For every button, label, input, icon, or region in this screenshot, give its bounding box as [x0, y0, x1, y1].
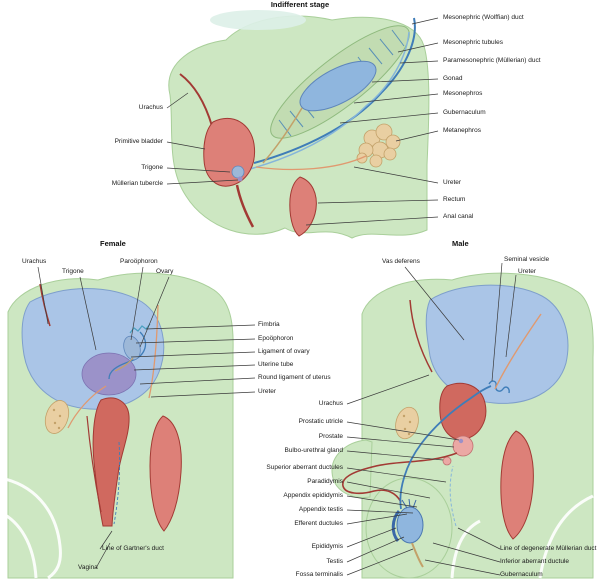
- bladder-shape: [425, 284, 569, 404]
- ureter-shape: [494, 313, 542, 390]
- male-figure: [331, 272, 594, 579]
- label-trigone-indifferent: Trigone: [141, 164, 163, 171]
- label-urachus-male: Urachus: [318, 400, 343, 407]
- gartners-duct-shape: [113, 441, 121, 525]
- ureter-shape: [255, 155, 367, 171]
- uterus-shape: [81, 352, 137, 396]
- label-anal-canal: Anal canal: [443, 213, 474, 220]
- label-urachus-female: Urachus: [22, 258, 47, 265]
- female-title: Female: [100, 239, 126, 248]
- thigh-creases: [0, 476, 62, 580]
- label-line-of-degenerate-mullerian-duct: Line of degenerate Müllerian duct: [500, 545, 597, 552]
- label-superior-aberrant-ductules: Superior aberrant ductules: [266, 464, 343, 471]
- label-ureter-female: Ureter: [258, 388, 277, 395]
- label-uterine-tube: Uterine tube: [258, 361, 294, 368]
- thigh-creases: [450, 494, 594, 579]
- label-paradidymis: Paradidymis: [307, 478, 343, 485]
- male-title: Male: [452, 239, 469, 248]
- urachus-shape: [409, 299, 433, 373]
- rectum-shape: [149, 415, 182, 532]
- mullerian-tubercle-shape: [237, 176, 243, 182]
- label-urachus-indifferent: Urachus: [138, 104, 163, 111]
- gonad-shape: [299, 60, 377, 112]
- label-epididymis: Epididymis: [311, 543, 343, 550]
- label-ureter-indifferent: Ureter: [443, 179, 462, 186]
- epididymis-shape: [391, 510, 401, 542]
- prostatic-utricle-shape: [458, 438, 464, 444]
- label-mullerian-tubercle: Müllerian tubercle: [111, 180, 163, 187]
- label-mesonephric-tubules: Mesonephric tubules: [443, 39, 503, 46]
- label-gonad: Gonad: [443, 75, 463, 82]
- label-trigone-female: Trigone: [62, 268, 84, 275]
- label-paroophoron: Paroöphoron: [120, 258, 158, 265]
- gubernaculum-shape: [411, 542, 424, 568]
- trigone-shape: [231, 165, 245, 179]
- round-ligament-shape: [67, 385, 107, 429]
- vas-deferens-shape: [399, 385, 492, 510]
- primitive-bladder-shape: [203, 117, 256, 187]
- label-vagina: Vagina: [78, 564, 98, 571]
- label-fossa-terminalis: Fossa terminalis: [295, 571, 343, 578]
- seminal-vesicle-shape: [488, 380, 510, 394]
- label-vas-deferens: Vas deferens: [382, 258, 420, 265]
- label-rectum: Rectum: [443, 196, 466, 203]
- label-testis: Testis: [326, 558, 343, 565]
- urogenital-sinus-shape: [235, 184, 255, 228]
- label-fimbria: Fimbria: [258, 321, 280, 328]
- urachus-shape: [39, 283, 51, 327]
- label-seminal-vesicle: Seminal vesicle: [504, 256, 550, 263]
- indifferent-figure: [168, 10, 430, 239]
- label-round-ligament-of-uterus: Round ligament of uterus: [258, 374, 331, 381]
- urachus-shape: [179, 73, 213, 127]
- gubernaculum-shape: [262, 107, 303, 164]
- label-inferior-aberrant-ductule: Inferior aberrant ductule: [500, 558, 570, 565]
- label-mesonephric-wolffian-duct: Mesonephric (Wolffian) duct: [443, 14, 524, 21]
- label-ureter-male: Ureter: [518, 268, 537, 275]
- metanephros-shape: [356, 123, 401, 168]
- urethra-shape: [86, 415, 102, 513]
- label-prostate: Prostate: [318, 433, 343, 440]
- label-mesonephros: Mesonephros: [443, 90, 483, 97]
- label-ligament-of-ovary: Ligament of ovary: [258, 348, 310, 355]
- label-prostatic-utricle: Prostatic utricle: [298, 418, 343, 425]
- fimbria-shape: [129, 323, 151, 334]
- label-efferent-ductules: Efferent ductules: [294, 520, 343, 527]
- label-gubernaculum-male: Gubernaculum: [500, 571, 543, 578]
- mint-highlight: [210, 10, 306, 30]
- label-bulbo-urethral-gland: Bulbo-urethral gland: [284, 447, 343, 454]
- prostate-shape: [452, 435, 474, 457]
- rectum-shape: [289, 176, 317, 237]
- label-line-of-gartners-duct: Line of Gartner's duct: [102, 545, 164, 552]
- label-appendix-testis: Appendix testis: [298, 506, 343, 513]
- label-gubernaculum: Gubernaculum: [443, 109, 486, 116]
- vagina-shape: [92, 397, 130, 527]
- indifferent-stage-title: Indifferent stage: [270, 0, 330, 9]
- wolffian-duct-shape: [253, 17, 416, 164]
- label-ovary: Ovary: [156, 268, 174, 275]
- label-primitive-bladder: Primitive bladder: [114, 138, 163, 145]
- female-figure: [0, 272, 234, 580]
- leader-lines: [37, 17, 517, 576]
- pubic-bone: [44, 400, 70, 434]
- bulbourethral-gland-shape: [442, 456, 452, 466]
- mullerian-duct-shape: [249, 31, 410, 170]
- urethra-shape: [342, 452, 458, 503]
- label-epoophoron: Epoöphoron: [258, 335, 294, 342]
- label-appendix-epididymis: Appendix epididymis: [283, 492, 343, 499]
- label-paramesonephric-mullerian-duct: Paramesonephric (Müllerian) duct: [443, 57, 541, 64]
- degenerate-mullerian-duct-shape: [449, 465, 457, 527]
- label-metanephros: Metanephros: [443, 127, 481, 134]
- ligament-of-ovary-shape: [114, 357, 134, 372]
- ovary-shape: [123, 335, 141, 361]
- rectum-shape: [500, 430, 534, 540]
